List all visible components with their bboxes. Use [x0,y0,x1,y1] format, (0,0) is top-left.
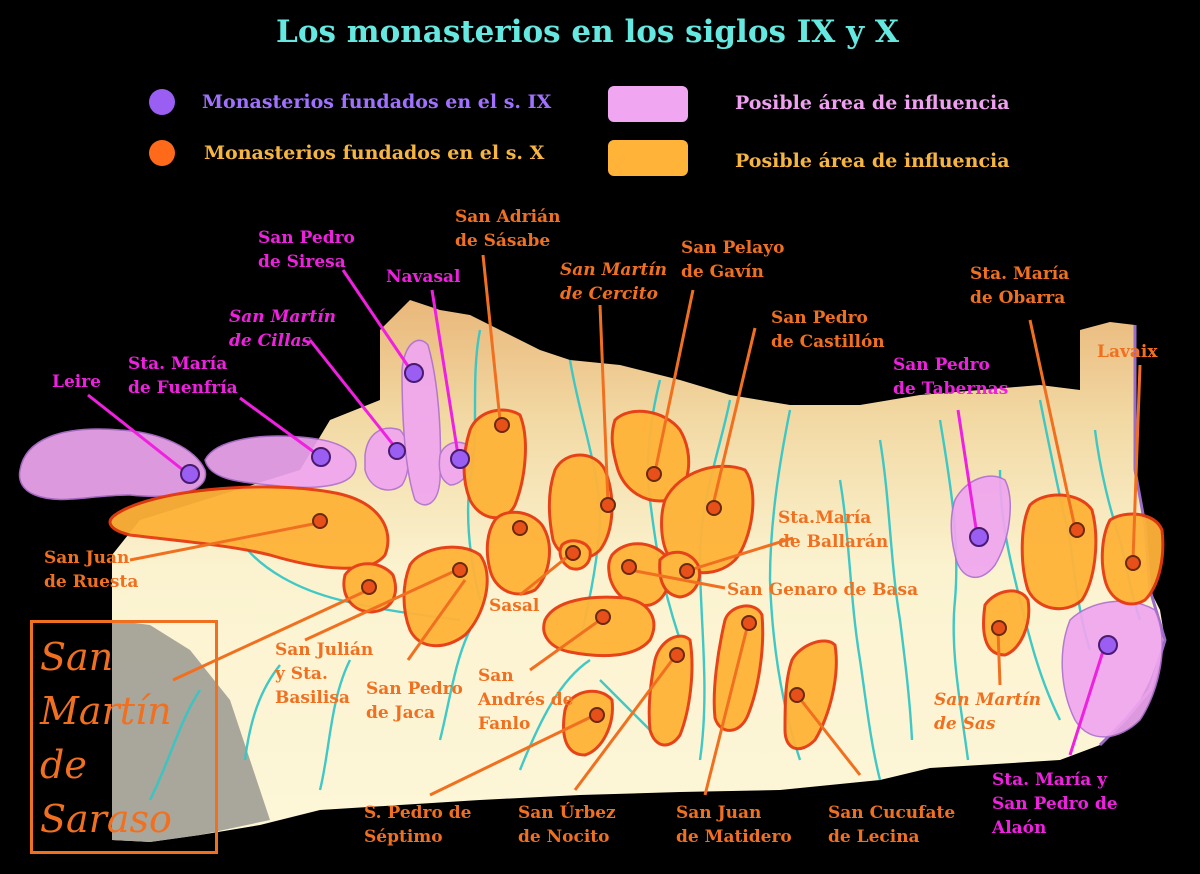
label-alaon: Sta. María y San Pedro de Alaón [992,770,1118,838]
saraso-box [30,620,218,854]
label-fuenfria: Sta. María de Fuenfría [128,354,238,398]
dot-navasal [450,449,470,469]
dot-lavaix [1125,555,1141,571]
label-sasal: Sasal [489,596,540,616]
legend-ix-dot-icon [149,89,175,115]
label-julian: San Julián y Sta. Basilisa [275,640,374,708]
leader-lines-ix [87,269,1107,756]
dot-siresa [404,363,424,383]
legend-ix-area-swatch [608,86,688,122]
label-lecina: San Cucufate de Lecina [828,803,956,847]
x-influence-areas [108,408,1165,757]
dot-sasabe [494,417,510,433]
label-ruesta: San Juan de Ruesta [44,548,139,592]
label-matidero: San Juan de Matidero [676,803,792,847]
dot-ballaran [679,563,695,579]
legend-ix-area: Posible área de influencia [735,92,1010,114]
label-basa: San Genaro de Basa [727,580,919,600]
dot-zone-a [512,520,528,536]
legend-x-dot-icon [149,140,175,166]
dot-sasal [565,545,581,561]
label-nocito: San Úrbez de Nocito [518,803,616,847]
dot-ruesta [312,513,328,529]
dot-obarra [1069,522,1085,538]
legend-x-area-swatch [608,140,688,176]
dot-leire [180,464,200,484]
dot-gavin [646,466,662,482]
dot-matidero [741,615,757,631]
leader-lines-x [129,254,1142,797]
label-lavaix: Lavaix [1097,342,1158,362]
dot-nocito [669,647,685,663]
dot-tabernas [969,527,989,547]
label-tabernas: San Pedro de Tabernas [893,355,1009,399]
terrain-shadow [112,620,270,842]
dot-cercito [600,497,616,513]
legend-x-monasteries: Monasterios fundados en el s. X [204,142,545,164]
label-leire: Leire [52,372,101,392]
label-navasal: Navasal [386,267,461,287]
label-siresa: San Pedro de Siresa [258,228,355,272]
label-cercito: San Martín de Cercito [560,260,668,304]
label-saraso: San Martín de Saraso [40,635,172,841]
x-monastery-dots [312,417,1141,723]
dot-cillas [388,442,406,460]
map-title: Los monasterios en los siglos IX y X [276,14,899,50]
dot-fanlo [595,609,611,625]
legend-x-area: Posible área de influencia [735,150,1010,172]
dot-alaon [1098,635,1118,655]
label-sasabe: San Adrián de Sásabe [455,207,561,251]
label-ballaran: Sta.María de Ballarán [778,508,889,552]
dot-jaca [452,562,468,578]
dot-sas [991,620,1007,636]
label-cillas: San Martín de Cillas [229,307,337,351]
label-gavin: San Pelayo de Gavín [681,238,785,282]
label-septimo: S. Pedro de Séptimo [364,803,472,847]
label-fanlo: San Andrés de Fanlo [478,666,574,734]
ix-monastery-dots [180,363,1118,655]
label-sas: San Martín de Sas [934,690,1042,734]
label-obarra: Sta. María de Obarra [970,264,1070,308]
legend-ix-monasteries: Monasterios fundados en el s. IX [202,91,552,113]
dot-basa [621,559,637,575]
label-castillon: San Pedro de Castillón [771,308,885,352]
dot-julian [361,579,377,595]
label-jaca: San Pedro de Jaca [366,679,463,723]
dot-fuenfria [311,447,331,467]
dot-castillon [706,500,722,516]
dot-lecina [789,687,805,703]
dot-septimo [589,707,605,723]
